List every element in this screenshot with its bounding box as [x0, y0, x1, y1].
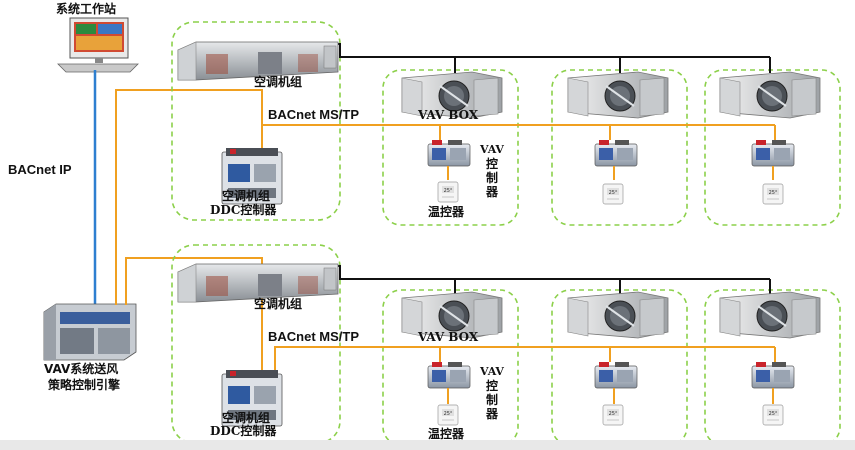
workstation [57, 17, 139, 73]
vav-box-label-2: VAV BOX [418, 330, 479, 344]
thermostat-label-1: 温控器 [428, 205, 465, 219]
vav-ctrl-char-1-2: 制 [485, 171, 498, 185]
vav-box-label-1: VAV BOX [418, 108, 479, 122]
vav-ctrl-char-1-1: 控 [485, 157, 498, 171]
engine-label-line2: 策略控制引擎 [48, 378, 121, 392]
ddc-label-2-line2: DDC控制器 [210, 424, 277, 438]
vav-ctrl-char-2-2: 制 [485, 393, 498, 407]
thermostat-label-2: 温控器 [428, 427, 465, 441]
vav-ctrl-char-2-3: 器 [485, 407, 498, 421]
workstation-label: 系统工作站 [56, 2, 117, 16]
bus-label-1: BACnet MS/TP [268, 107, 359, 122]
engine-label-line1: VAV系统送风 [44, 362, 119, 376]
ahu-label-2: 空调机组 [254, 297, 303, 311]
vav-ctrl-char-1-3: 器 [485, 185, 498, 199]
vav-ctrl-char-2-1: 控 [485, 379, 498, 393]
ddc-label-1-line2: DDC控制器 [210, 203, 277, 217]
vav-controller-label-1: VAV 控 制 器 [480, 143, 504, 199]
bacnet-ip-label: BACnet IP [8, 162, 72, 177]
bottom-band [0, 440, 855, 450]
mstp-trunk-lines [115, 89, 263, 386]
system-1 [171, 21, 841, 226]
bus-label-2: BACnet MS/TP [268, 329, 359, 344]
vav-ctrl-char-1-0: VAV [480, 143, 504, 156]
ahu-label-1: 空调机组 [254, 75, 303, 89]
ddc-label-2-line1: 空调机组 [222, 411, 271, 425]
engine-controller [43, 303, 137, 361]
vav-ctrl-char-2-0: VAV [480, 365, 504, 378]
system-2 [171, 244, 841, 446]
vav-controller-label-2: VAV 控 制 器 [480, 365, 504, 421]
ddc-label-1-line1: 空调机组 [222, 189, 271, 203]
